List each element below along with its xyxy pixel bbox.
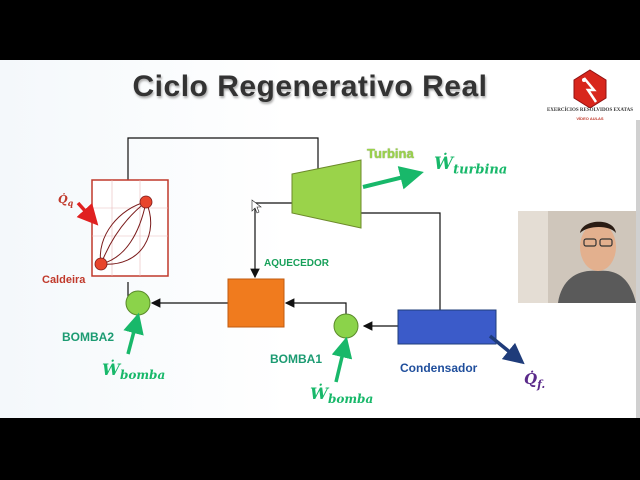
heat-out-arrow [490, 336, 522, 362]
pump1-work-symbol: Ẇ [310, 384, 328, 403]
heat-out-symbol: Q̇ [524, 370, 537, 388]
condenser-label: Condensador [400, 361, 477, 375]
pump1-circle [334, 314, 358, 338]
work-pump2-arrow [128, 316, 138, 354]
logo-name: EXERCÍCIOS RESOLVIDOS EXATAS [544, 108, 636, 113]
boiler-label: Caldeira [42, 274, 85, 286]
pump1-work-label: Ẇbomba [310, 384, 373, 406]
boiler-diagram [92, 180, 168, 276]
work-pump1-arrow [336, 340, 346, 382]
heater-label: AQUECEDOR [264, 258, 329, 269]
turbine-shape [292, 160, 361, 228]
heat-in-symbol: Q̇ [58, 193, 68, 206]
pump1-label: BOMBA1 [270, 352, 322, 366]
turbine-label: Turbina [367, 146, 414, 161]
heat-out-label: Q̇f. [524, 370, 545, 391]
logo-emblem-icon [544, 68, 636, 108]
heat-in-label: Q̇q [58, 193, 73, 208]
pump1-work-subscript: bomba [328, 392, 373, 406]
webcam-overlay [518, 211, 636, 303]
logo-subtitle: VÍDEO AULAS [544, 116, 636, 121]
presenter-image [518, 211, 636, 303]
pump2-work-symbol: Ẇ [102, 360, 120, 379]
slide-scrollbar[interactable] [636, 120, 640, 418]
pump2-work-subscript: bomba [120, 368, 165, 382]
turbine-work-subscript: turbina [453, 162, 507, 177]
turbine-work-label: Ẇturbina [434, 154, 507, 177]
heat-in-subscript: q [68, 198, 74, 208]
mouse-cursor-icon [252, 200, 261, 213]
pump2-circle [126, 291, 150, 315]
work-turbine-arrow [363, 173, 420, 187]
pump2-label: BOMBA2 [62, 330, 114, 344]
pump2-work-label: Ẇbomba [102, 360, 165, 382]
channel-logo: EXERCÍCIOS RESOLVIDOS EXATAS VÍDEO AULAS [544, 68, 636, 128]
turbine-work-symbol: Ẇ [434, 154, 453, 174]
condenser-box [398, 310, 496, 344]
heater-box [228, 279, 284, 327]
presentation-slide: Ciclo Regenerativo Real [0, 60, 640, 418]
heat-out-subscript: f. [537, 378, 545, 391]
